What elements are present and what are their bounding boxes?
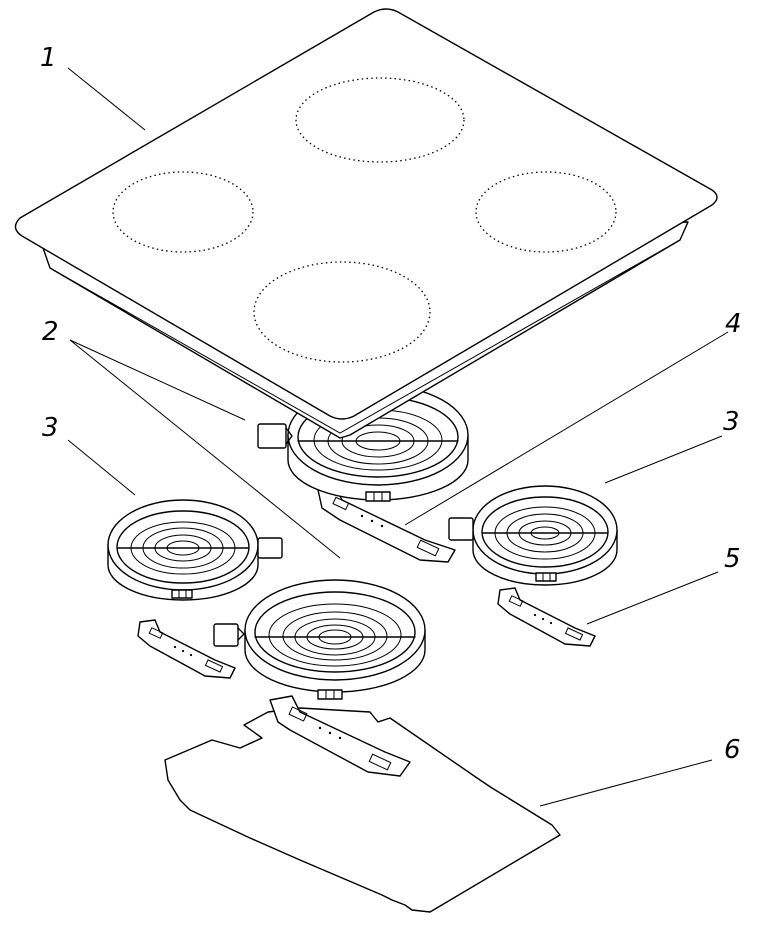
burner-left — [107, 499, 259, 601]
connector-right — [448, 517, 474, 541]
label-6: 6 — [724, 735, 741, 765]
bracket-center — [269, 695, 411, 777]
connector-rear — [257, 423, 293, 449]
connector-front — [213, 623, 245, 647]
label-5: 5 — [724, 544, 741, 574]
bracket-left — [137, 619, 236, 679]
connector-left — [257, 537, 283, 559]
label-3-right: 3 — [723, 407, 740, 437]
base-plate — [164, 707, 561, 913]
burner-large-front — [244, 579, 426, 700]
label-2: 2 — [42, 317, 59, 347]
label-4: 4 — [725, 309, 742, 339]
label-1: 1 — [40, 43, 57, 73]
bracket-right — [497, 587, 596, 647]
leader-lines — [67, 67, 729, 807]
burner-right — [472, 485, 618, 586]
glass-top — [14, 8, 718, 439]
label-3-left: 3 — [42, 413, 59, 443]
